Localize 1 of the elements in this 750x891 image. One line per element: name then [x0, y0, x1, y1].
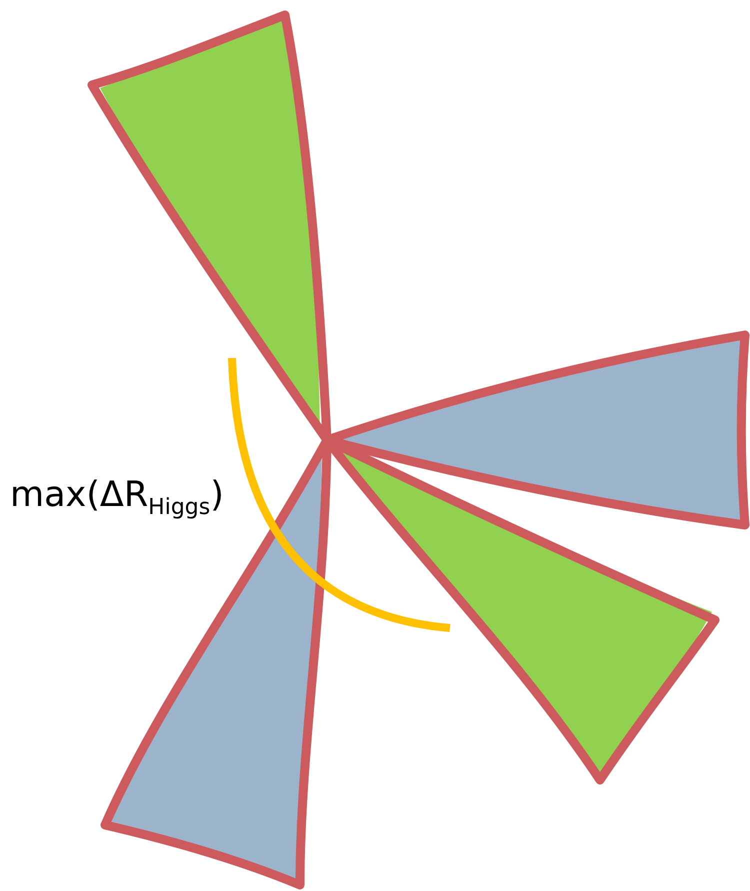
- angle-label: max(ΔR$_{Higgs}$): [10, 474, 224, 522]
